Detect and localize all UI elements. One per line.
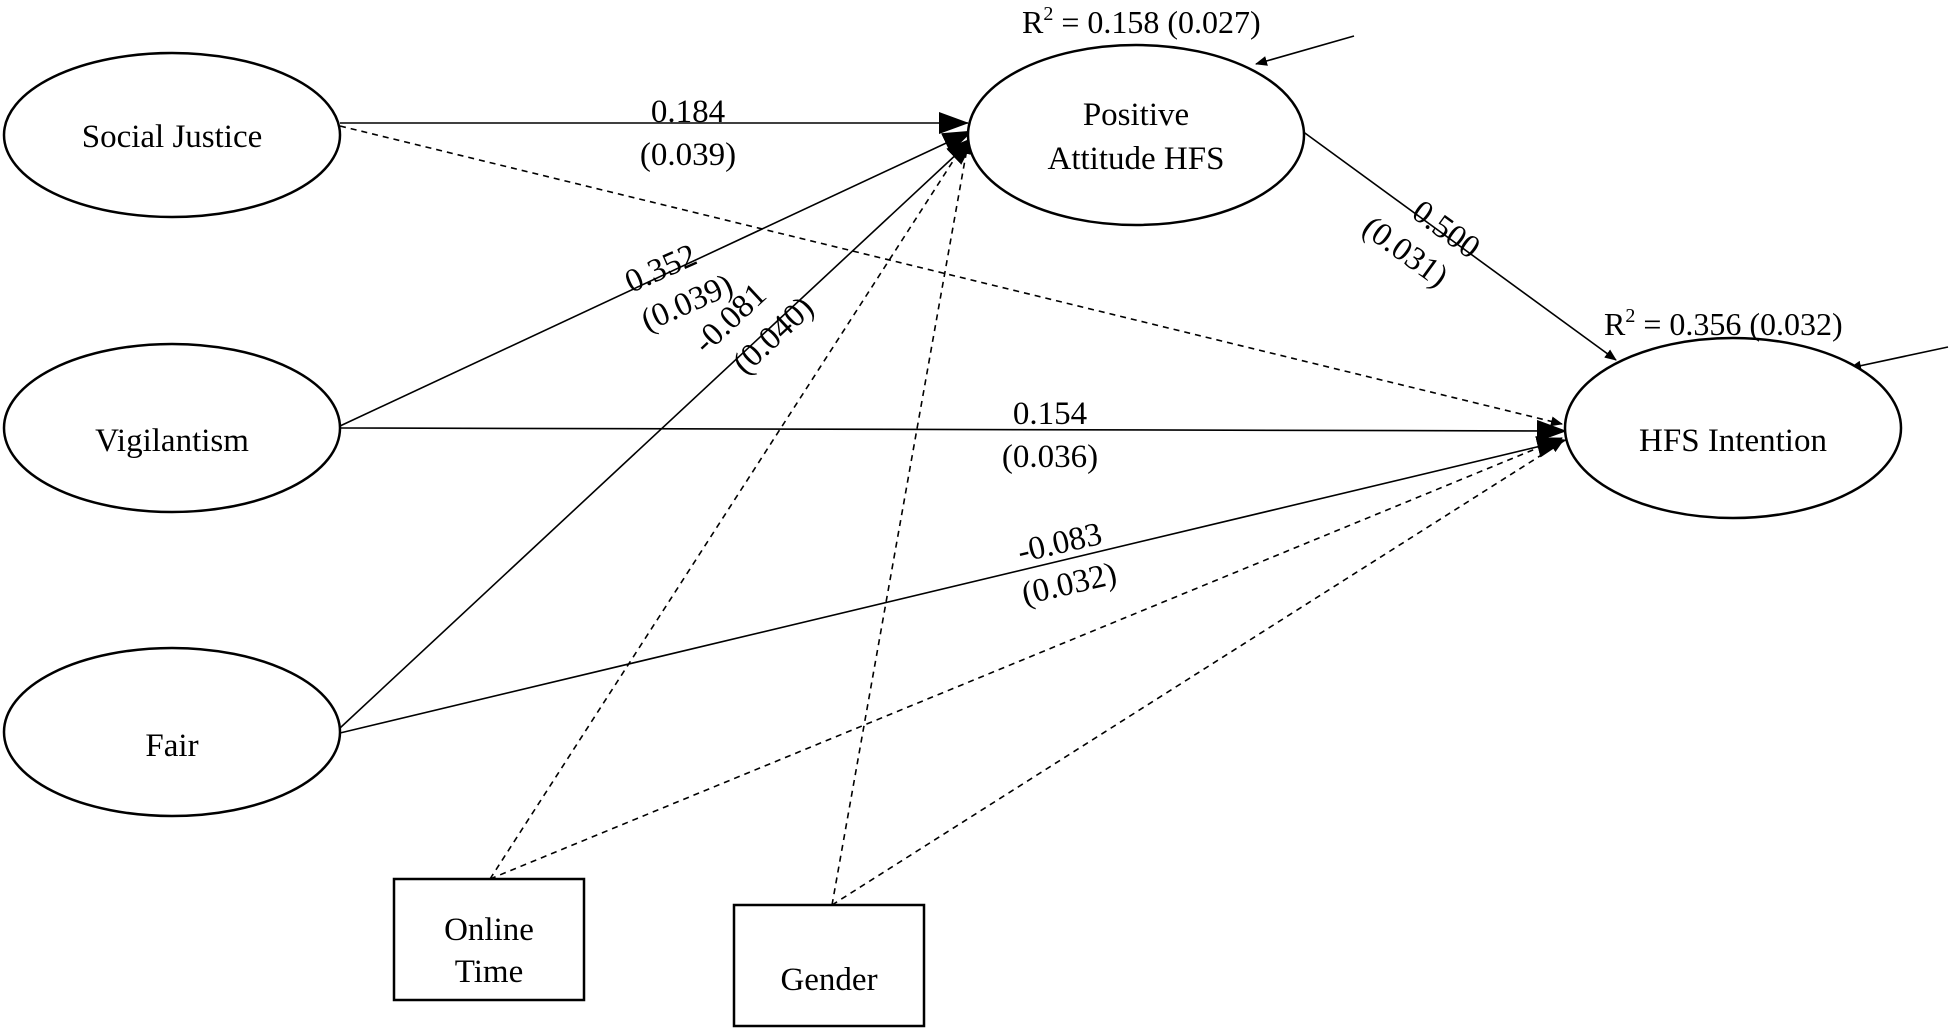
node-label-social-justice: Social Justice	[82, 119, 263, 155]
node-label-hfs-intention: HFS Intention	[1639, 423, 1827, 459]
node-label-online-time-line2: Time	[455, 954, 523, 990]
r-squared-positive-attitude: R2 = 0.158 (0.027)	[1022, 3, 1261, 40]
node-label-online-time-line1: Online	[444, 912, 534, 948]
se-sj-to-pa: (0.039)	[640, 137, 736, 173]
node-label-fair: Fair	[145, 728, 198, 764]
node-hfs-intention: HFS Intention	[1563, 336, 1903, 520]
se-vig-to-int: (0.036)	[1002, 439, 1098, 475]
path-gender-to-hfs-intention	[831, 441, 1563, 906]
coef-sj-to-pa: 0.184	[651, 94, 725, 130]
path-vigilantism-to-positive-attitude	[339, 130, 973, 427]
node-social-justice: Social Justice	[2, 51, 342, 219]
node-label-gender: Gender	[780, 962, 877, 998]
path-positive-attitude-to-hfs-intention	[1297, 127, 1617, 361]
node-label-vigilantism: Vigilantism	[95, 423, 249, 459]
node-fair: Fair	[2, 646, 342, 818]
node-gender: Gender	[732, 903, 926, 1028]
node-online-time: Online Time	[392, 877, 586, 1002]
path-vigilantism-to-hfs-intention	[339, 419, 1567, 442]
node-positive-attitude-hfs: Positive Attitude HFS	[966, 43, 1306, 227]
residual-arrow-hfs-intention	[1849, 346, 1949, 371]
path-fair-to-positive-attitude	[339, 136, 976, 729]
node-vigilantism: Vigilantism	[2, 342, 342, 514]
path-gender-to-positive-attitude	[831, 142, 971, 906]
residual-arrow-positive-attitude	[1255, 35, 1355, 66]
coef-vig-to-int: 0.154	[1013, 396, 1087, 432]
node-label-positive-attitude-line2: Attitude HFS	[1048, 141, 1225, 177]
path-social-justice-to-hfs-intention	[339, 125, 1563, 427]
node-label-positive-attitude-line1: Positive	[1083, 97, 1189, 133]
path-fair-to-hfs-intention	[339, 436, 1567, 734]
r-squared-hfs-intention: R2 = 0.356 (0.032)	[1604, 305, 1843, 342]
path-online-time-to-positive-attitude	[489, 140, 967, 880]
